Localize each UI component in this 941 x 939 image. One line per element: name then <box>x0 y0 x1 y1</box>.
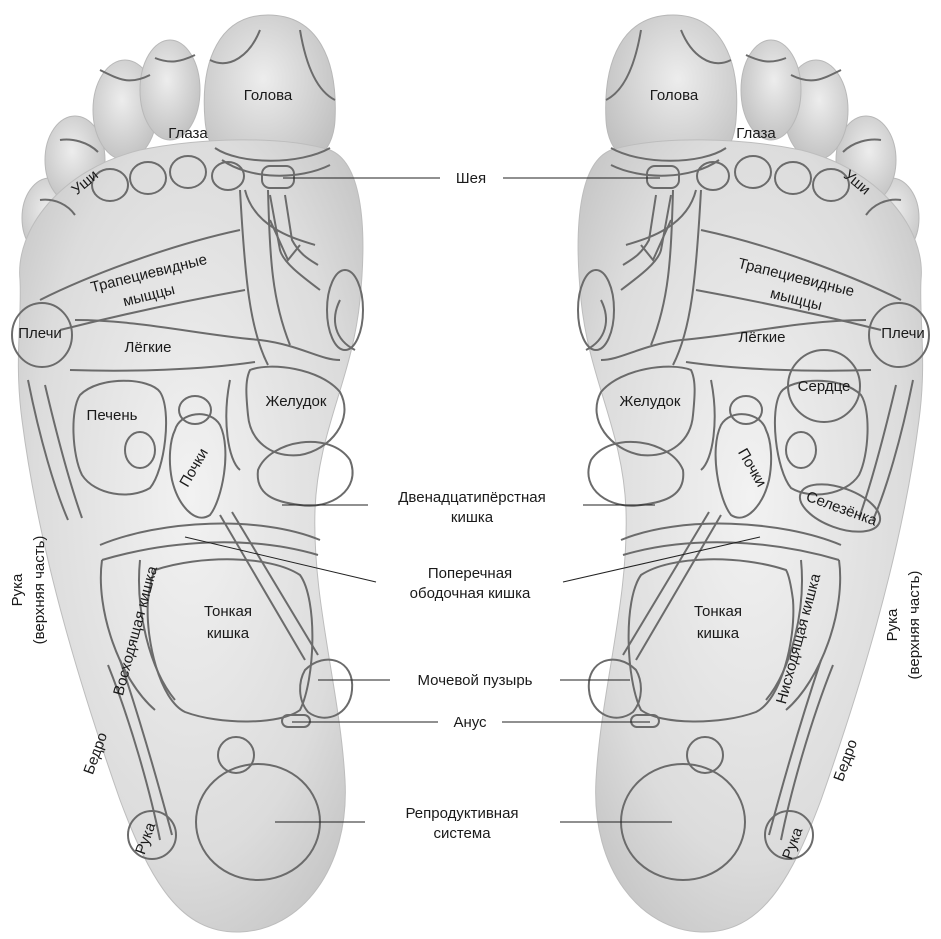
label-stomach: Желудок <box>266 393 327 410</box>
label-head-right: Голова <box>650 87 699 104</box>
center-callouts: Шея Двенадцатипёрстная кишка Поперечная … <box>398 170 545 842</box>
label-arm-upper-1: Рука <box>9 573 26 606</box>
callout-bladder: Мочевой пузырь <box>418 672 533 689</box>
callout-neck: Шея <box>456 170 486 187</box>
callout-duodenum-1: Двенадцатипёрстная <box>398 489 545 506</box>
label-arm-upper-2: (верхняя часть) <box>31 536 48 645</box>
callout-reproductive-1: Репродуктивная <box>405 805 518 822</box>
label-arm-upper-1-right: Рука <box>884 608 901 641</box>
callout-transverse-colon-2: ободочная кишка <box>410 585 531 602</box>
label-small-intestine-1-right: Тонкая <box>694 603 742 620</box>
label-lungs-right: Лёгкие <box>739 329 786 346</box>
callout-anus: Анус <box>453 714 487 731</box>
label-small-intestine-1: Тонкая <box>204 603 252 620</box>
label-eyes-right: Глаза <box>736 125 776 142</box>
label-arm-upper-2-right: (верхняя часть) <box>906 571 923 680</box>
label-head: Голова <box>244 87 293 104</box>
label-heart: Сердце <box>798 378 851 395</box>
callout-transverse-colon-1: Поперечная <box>428 565 512 582</box>
label-stomach-right: Желудок <box>620 393 681 410</box>
label-eyes: Глаза <box>168 125 208 142</box>
label-small-intestine-2-right: кишка <box>697 625 740 642</box>
callout-reproductive-2: система <box>433 825 491 842</box>
label-small-intestine-2: кишка <box>207 625 250 642</box>
label-lungs: Лёгкие <box>125 339 172 356</box>
callout-duodenum-2: кишка <box>451 509 494 526</box>
label-liver: Печень <box>87 407 138 424</box>
label-shoulders: Плечи <box>18 325 62 342</box>
label-shoulders-right: Плечи <box>881 325 925 342</box>
